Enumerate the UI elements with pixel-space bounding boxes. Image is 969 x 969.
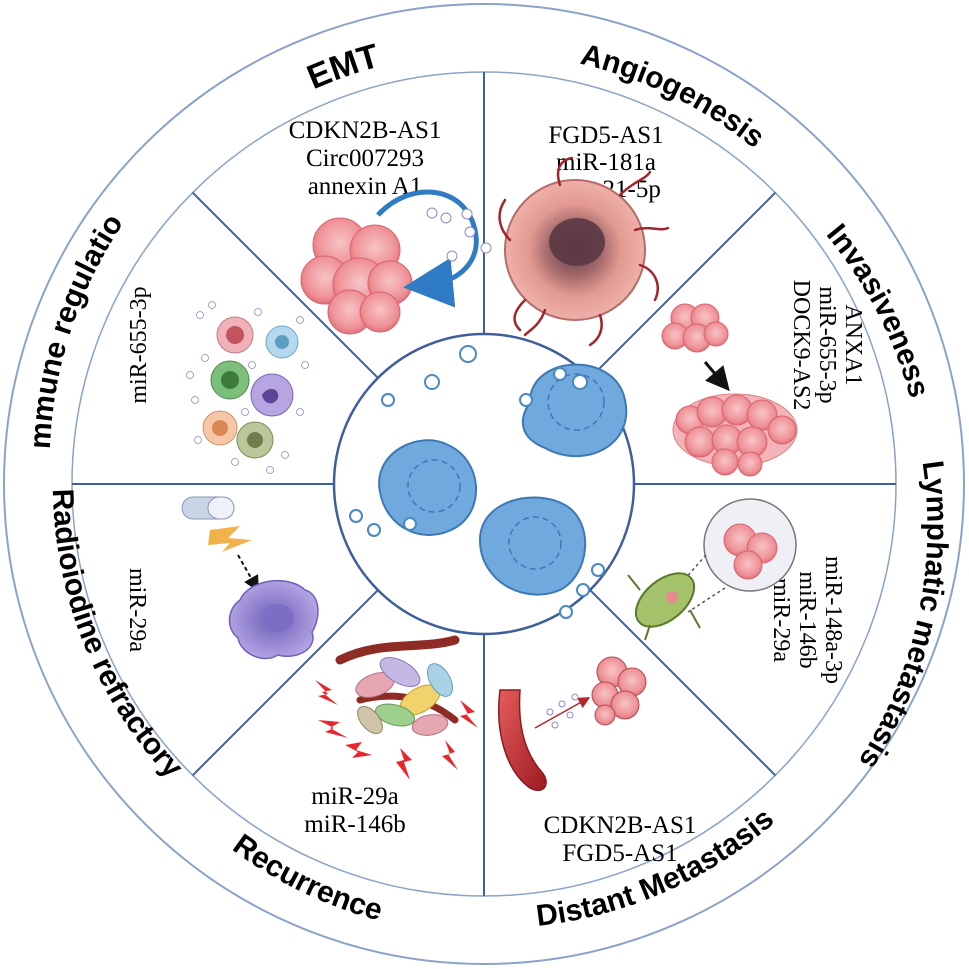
center-cell-top bbox=[522, 363, 628, 458]
tumor-cluster bbox=[300, 217, 413, 335]
gene-immune-1: miR-655-3p bbox=[126, 286, 152, 403]
lymphatic-illustration bbox=[627, 498, 797, 641]
gene-recur-2: miR-146b bbox=[304, 811, 405, 838]
gene-inv-2: miR-655-3p bbox=[814, 286, 840, 403]
gene-emt-1: CDKN2B-AS1 bbox=[289, 117, 442, 144]
recurrence-illustration bbox=[315, 635, 478, 780]
blood-vessel bbox=[498, 689, 547, 791]
small-tumor bbox=[661, 303, 729, 353]
gene-angio-2: miR-181a bbox=[556, 149, 656, 176]
gene-inv-3: ANXA1 bbox=[840, 304, 866, 385]
gene-list-immune: miR-655-3p bbox=[126, 286, 152, 403]
immune-illustration bbox=[186, 301, 309, 474]
metastatic-tumor bbox=[591, 656, 647, 726]
center-cell-left bbox=[378, 439, 477, 536]
lightning-icon bbox=[208, 526, 252, 552]
radioiodine-illustration bbox=[181, 496, 319, 660]
gene-list-invasiveness: DOCK9-AS2 miR-655-3p ANXA1 bbox=[788, 280, 866, 411]
invasiveness-illustration bbox=[661, 303, 798, 477]
stromal-cells bbox=[355, 656, 453, 736]
gene-distant-1: CDKN2B-AS1 bbox=[544, 812, 697, 839]
gene-lymph-3: miR-148a-3p bbox=[820, 556, 846, 684]
gene-emt-2: Circ007293 bbox=[306, 145, 424, 172]
invasive-tumor bbox=[672, 393, 798, 477]
gene-angio-1: FGD5-AS1 bbox=[548, 122, 663, 149]
gene-lymph-2: miR-146b bbox=[794, 571, 820, 668]
center-cell-right bbox=[478, 496, 586, 596]
curved-arrow bbox=[376, 189, 479, 308]
angiogenesis-illustration bbox=[498, 156, 670, 347]
center-vesicles bbox=[349, 345, 605, 619]
gene-inv-1: DOCK9-AS2 bbox=[788, 280, 814, 411]
emt-illustration bbox=[300, 189, 492, 335]
gene-list-radioiodine: miR-29a bbox=[124, 568, 150, 652]
center-cells bbox=[332, 332, 636, 636]
gene-lymph-1: miR-29a bbox=[768, 578, 794, 662]
gene-radio-1: miR-29a bbox=[124, 568, 150, 652]
blood-vessels bbox=[498, 156, 670, 347]
lymph-node bbox=[627, 572, 701, 641]
gene-recur-1: miR-29a bbox=[311, 783, 399, 810]
exosome-dots bbox=[426, 207, 492, 262]
capsule-icon bbox=[181, 496, 235, 520]
distant-metastasis-illustration bbox=[498, 656, 647, 791]
section-dividers bbox=[72, 72, 896, 896]
gene-list-lymphatic: miR-29a miR-146b miR-148a-3p bbox=[768, 556, 846, 684]
gene-distant-2: FGD5-AS1 bbox=[562, 840, 677, 867]
lightning-bolts bbox=[315, 680, 478, 780]
